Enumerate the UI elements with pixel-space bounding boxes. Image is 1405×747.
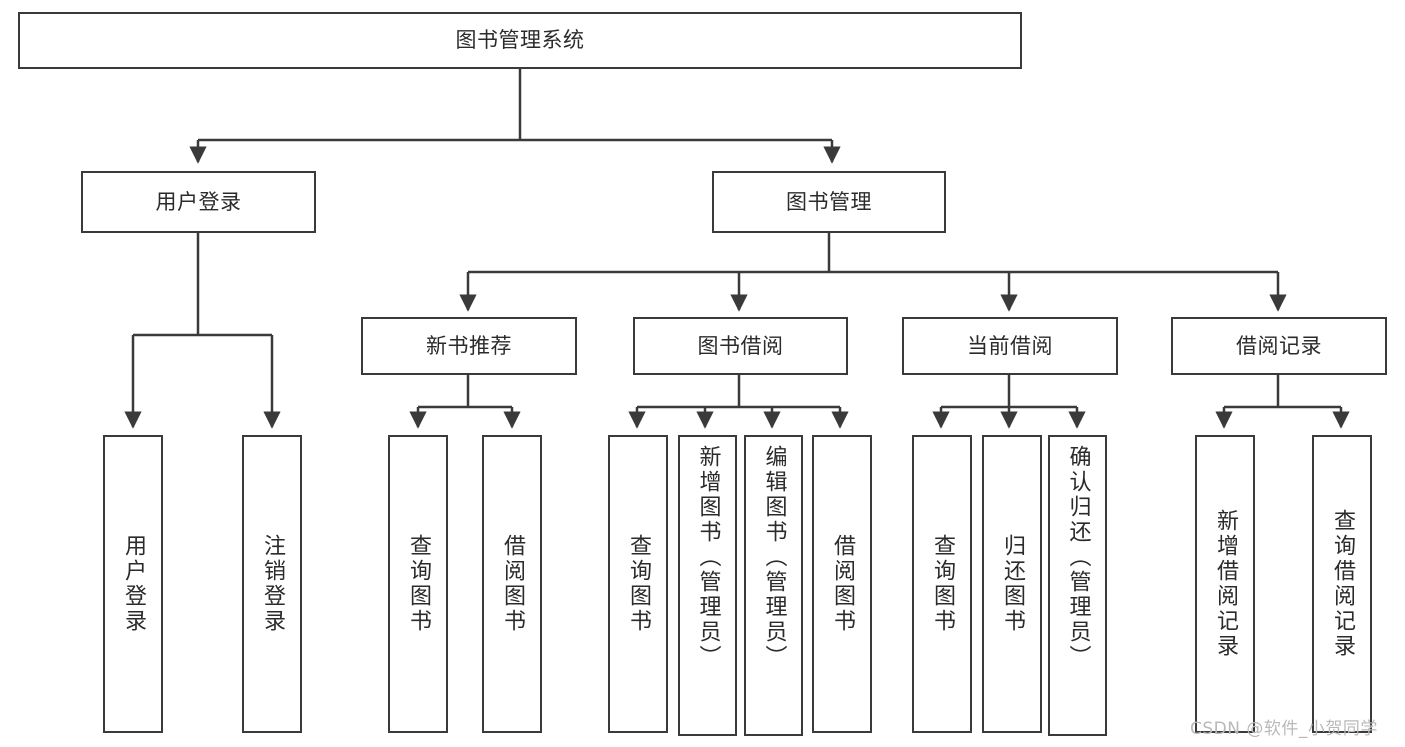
node-new-book-rec[interactable]: 新书推荐 <box>361 317 577 375</box>
node-leaf-add-book[interactable]: 新增图书（管理员） <box>678 435 737 736</box>
node-leaf-query-book-2[interactable]: 查询图书 <box>608 435 668 733</box>
node-leaf-user-login[interactable]: 用户登录 <box>103 435 163 733</box>
node-leaf-query-book-3-label: 查询图书 <box>930 534 955 634</box>
node-leaf-add-record-label: 新增借阅记录 <box>1213 509 1238 659</box>
node-root-label: 图书管理系统 <box>455 28 585 53</box>
node-leaf-add-book-label: 新增图书（管理员） <box>695 445 721 670</box>
node-book-manage[interactable]: 图书管理 <box>712 171 946 233</box>
node-leaf-query-book-1-label: 查询图书 <box>406 534 431 634</box>
node-leaf-edit-book-label: 编辑图书（管理员） <box>761 445 787 670</box>
node-leaf-borrow-book-2[interactable]: 借阅图书 <box>812 435 872 733</box>
node-borrow-record-label: 借阅记录 <box>1236 333 1322 358</box>
node-leaf-query-record[interactable]: 查询借阅记录 <box>1312 435 1372 733</box>
node-book-manage-label: 图书管理 <box>786 189 872 214</box>
node-leaf-return-book[interactable]: 归还图书 <box>982 435 1042 733</box>
node-borrow-record[interactable]: 借阅记录 <box>1171 317 1387 375</box>
node-current-borrow[interactable]: 当前借阅 <box>902 317 1118 375</box>
node-leaf-query-book-1[interactable]: 查询图书 <box>388 435 448 733</box>
node-book-borrow-label: 图书借阅 <box>697 333 784 358</box>
node-leaf-return-book-label: 归还图书 <box>1000 534 1025 634</box>
node-leaf-borrow-book-1[interactable]: 借阅图书 <box>482 435 542 733</box>
node-leaf-logout-label: 注销登录 <box>260 534 285 634</box>
node-user-login[interactable]: 用户登录 <box>81 171 316 233</box>
node-user-login-label: 用户登录 <box>155 189 242 214</box>
node-leaf-edit-book[interactable]: 编辑图书（管理员） <box>744 435 803 736</box>
node-leaf-user-login-label: 用户登录 <box>121 534 146 634</box>
node-leaf-query-book-2-label: 查询图书 <box>626 534 651 634</box>
node-current-borrow-label: 当前借阅 <box>967 333 1053 358</box>
node-book-borrow[interactable]: 图书借阅 <box>633 317 848 375</box>
watermark-text: CSDN @软件_小贺同学 <box>1190 719 1378 739</box>
node-new-book-rec-label: 新书推荐 <box>426 333 512 358</box>
node-leaf-logout[interactable]: 注销登录 <box>242 435 302 733</box>
node-leaf-borrow-book-1-label: 借阅图书 <box>500 534 525 634</box>
node-leaf-query-record-label: 查询借阅记录 <box>1330 509 1355 659</box>
node-leaf-confirm-return[interactable]: 确认归还（管理员） <box>1048 435 1107 736</box>
node-leaf-confirm-return-label: 确认归还（管理员） <box>1065 445 1091 670</box>
node-root[interactable]: 图书管理系统 <box>18 12 1022 69</box>
node-leaf-query-book-3[interactable]: 查询图书 <box>912 435 972 733</box>
node-leaf-add-record[interactable]: 新增借阅记录 <box>1195 435 1255 733</box>
node-leaf-borrow-book-2-label: 借阅图书 <box>830 534 855 634</box>
